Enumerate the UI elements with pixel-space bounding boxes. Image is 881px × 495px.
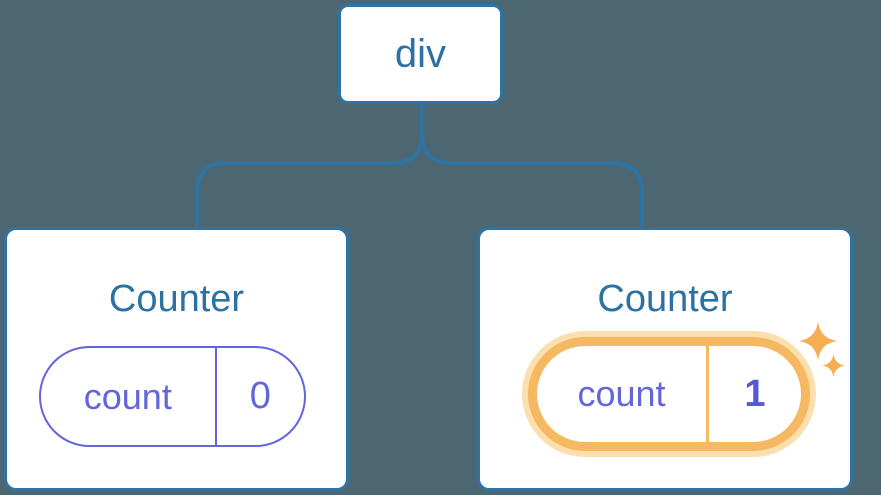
component-title: Counter: [108, 278, 245, 320]
counter-card-0: Counter count 0: [4, 227, 349, 491]
connector-left-branch: [195, 104, 424, 228]
counter-card-1: Counter count 1: [477, 227, 853, 491]
sparkle-icon: [797, 320, 839, 362]
connector-right-branch: [420, 104, 644, 228]
root-node-label: div: [394, 31, 447, 76]
sparkle-icon: [821, 353, 846, 378]
root-node-div: div: [338, 4, 503, 104]
state-value: 1: [744, 372, 766, 415]
state-pill: count 0: [39, 346, 306, 447]
state-value: 0: [249, 375, 271, 417]
state-name-label: count: [537, 346, 709, 442]
state-pill-highlighted: count 1: [528, 337, 810, 451]
state-name-label: count: [41, 348, 217, 445]
component-title: Counter: [597, 278, 733, 320]
